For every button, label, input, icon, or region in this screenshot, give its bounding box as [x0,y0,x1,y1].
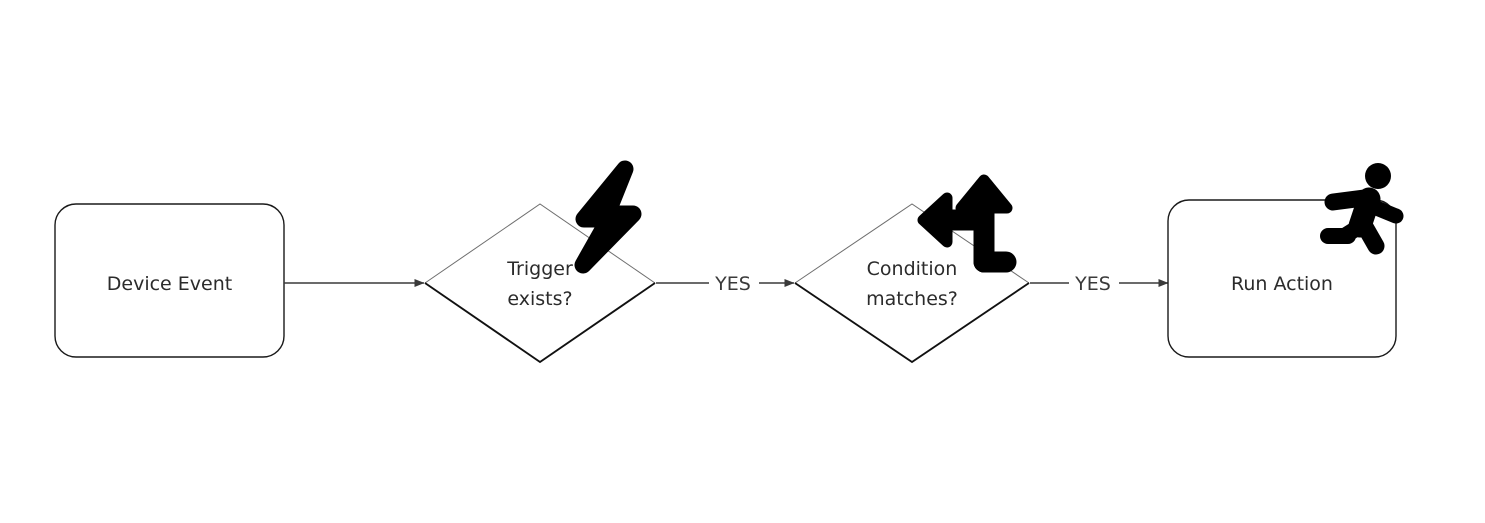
device-event-shape[interactable] [54,203,285,358]
running-person-icon [1320,163,1404,255]
edge-trigger-to-condition: YES [656,273,795,295]
edge-condition-to-action: YES [1030,273,1169,295]
trigger-label-line-2: exists? [507,288,572,310]
edge-label-yes-1: YES [714,273,751,295]
node-condition-matches[interactable]: Condition matches? [794,203,1030,364]
edge-label-yes-2: YES [1074,273,1111,295]
trigger-diamond-top [424,203,656,284]
lightning-bolt-icon [574,160,642,274]
node-device-event[interactable]: Device Event [54,203,285,358]
node-trigger-exists[interactable]: Trigger exists? [424,203,656,364]
condition-label-line-1: Condition [867,258,958,280]
branch-arrow-icon [917,174,1017,273]
trigger-diamond-bottom[interactable] [424,282,656,364]
run-action-label: Run Action [1231,273,1333,295]
device-event-label: Device Event [107,273,232,295]
trigger-label-line-1: Trigger [506,258,573,280]
condition-diamond-bottom[interactable] [794,282,1030,364]
condition-label-line-2: matches? [866,288,958,310]
